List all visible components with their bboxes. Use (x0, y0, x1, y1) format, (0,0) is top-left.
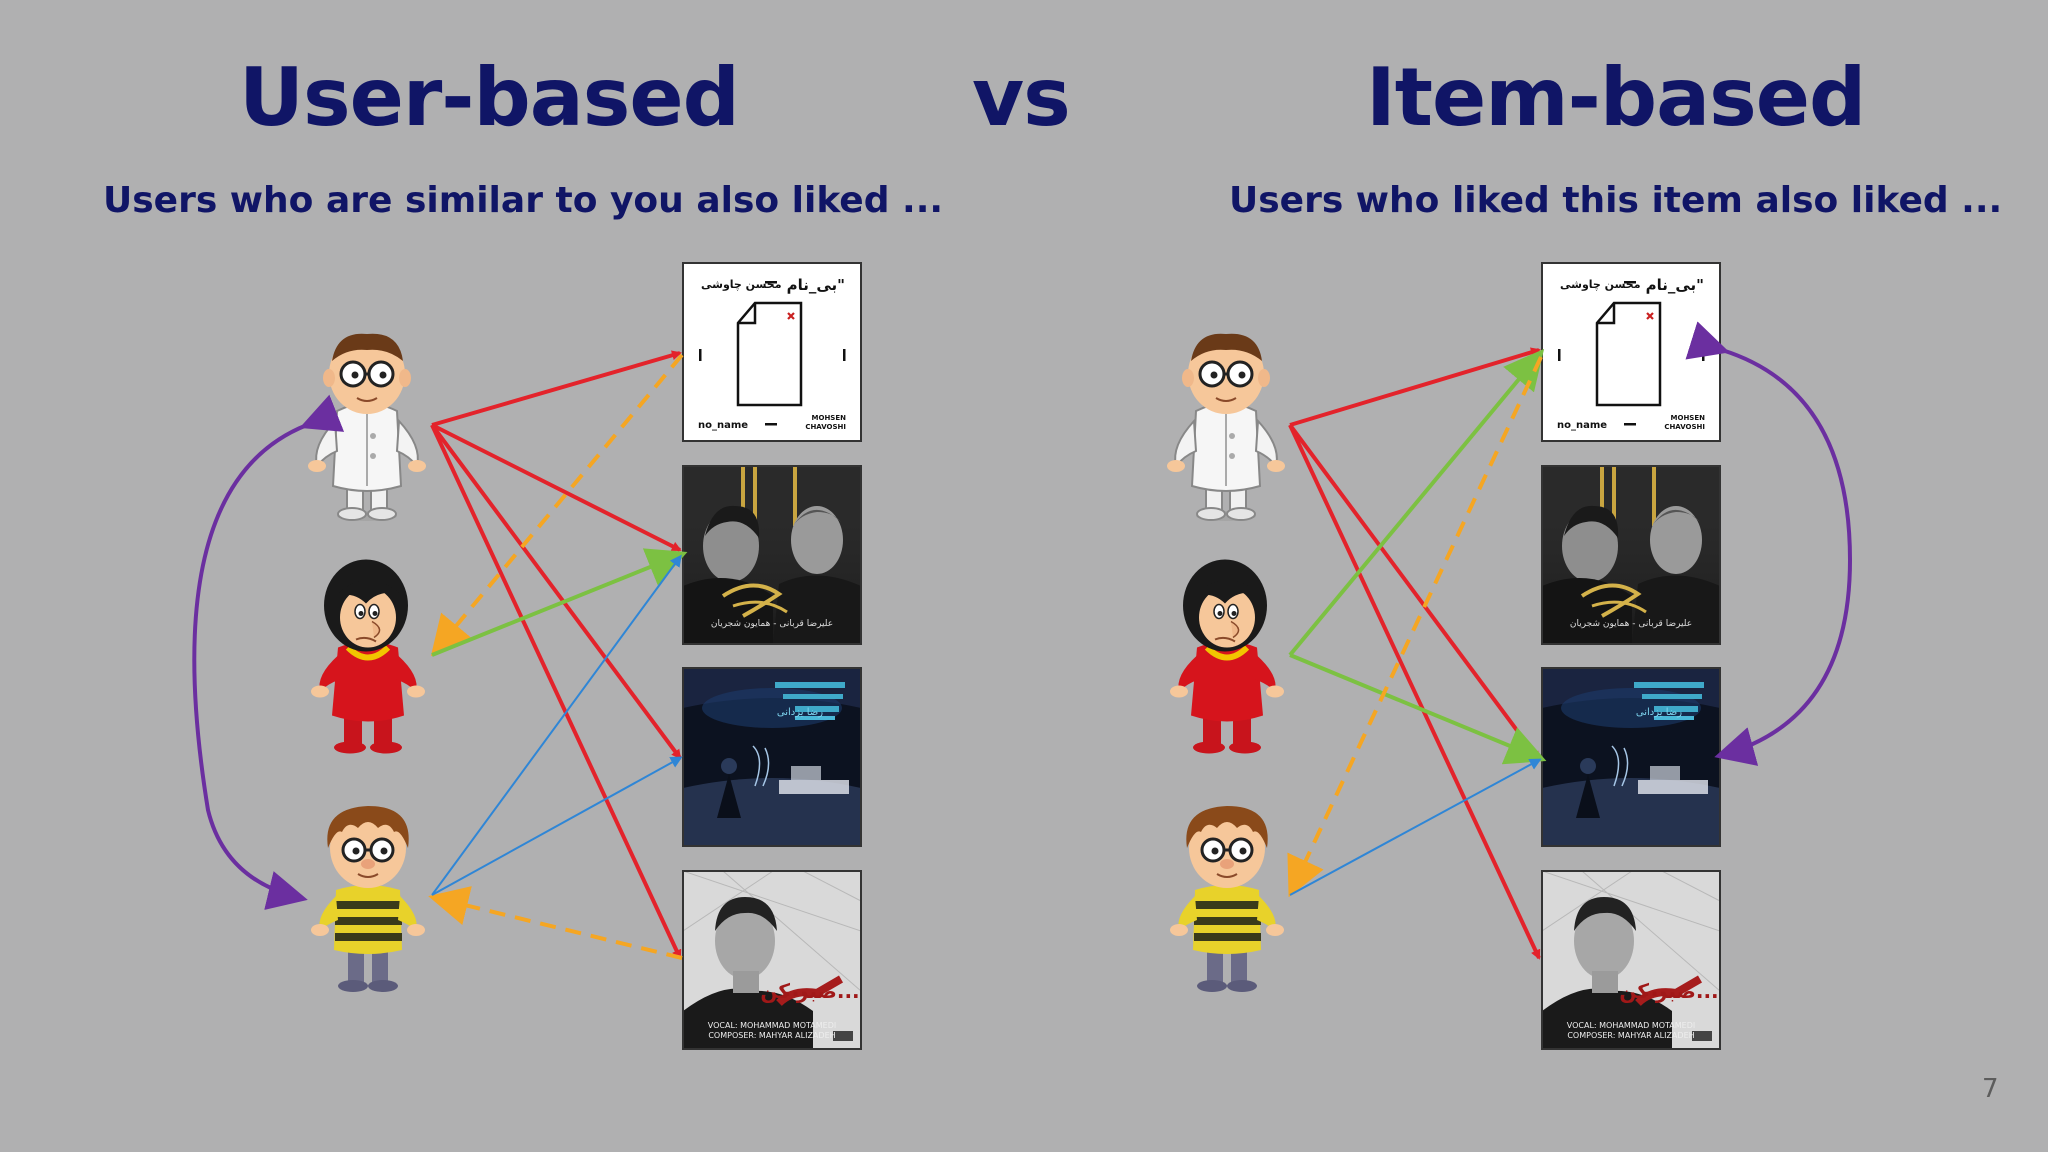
album-captions: علیرضا قربانی - همایون شجریان علیرضا قرب… (708, 619, 1719, 1040)
album2-caption: علیرضا قربانی - همایون شجریان (711, 619, 833, 629)
user-based-subtitle: Users who are similar to you also liked … (103, 180, 944, 221)
album4-credit-2: COMPOSER: MAHYAR ALIZADEH (708, 1031, 835, 1040)
album4-credit-1-right: VOCAL: MOHAMMAD MOTAMEDI (1567, 1021, 1695, 1030)
album3-caption: رضا یزدانی (777, 707, 823, 718)
item-based-title: Item-based (1366, 51, 1866, 144)
user-scientist-avatar-right (1166, 332, 1286, 523)
no-name-title-en-right: no_name (1557, 420, 1607, 431)
user-scientist-avatar (307, 332, 427, 523)
no-name-artist-en-1-right: MOHSEN (1671, 414, 1706, 422)
user-girl-avatar-right (1170, 560, 1284, 754)
album-stage-cover-right (1542, 668, 1720, 846)
boy-like-arrows (431, 554, 683, 896)
item-similarity-arc (1685, 321, 1853, 766)
boy-like-arrow-right (1289, 758, 1542, 896)
album-duo-cover-right (1542, 466, 1720, 644)
vs-label: vs (972, 51, 1071, 144)
similarity-arc (192, 394, 345, 910)
no-name-artist-fa-right: محسن چاوشی (1560, 278, 1641, 291)
album3-caption-right: رضا یزدانی (1636, 707, 1682, 718)
no-name-artist-en-1: MOHSEN (812, 414, 847, 422)
album-duo-cover (683, 466, 861, 644)
no-name-title-fa: بی_نام" (787, 276, 845, 294)
user-based-diagram (192, 262, 862, 1050)
no-name-artist-fa: محسن چاوشی (701, 278, 782, 291)
album4-credit-2-right: COMPOSER: MAHYAR ALIZADEH (1567, 1031, 1694, 1040)
like-arrows-right (1288, 347, 1541, 960)
no-name-title-fa-right: بی_نام" (1646, 276, 1704, 294)
recommend-arrow-right (1287, 356, 1543, 898)
user-boy-avatar-right (1168, 804, 1286, 994)
user-girl-avatar (311, 560, 425, 754)
no-name-artist-en-2-right: CHAVOSHI (1664, 423, 1705, 431)
girl-like-arrows-right (1288, 348, 1547, 765)
item-based-diagram (1166, 262, 1853, 1050)
like-arrows (430, 350, 682, 960)
recommend-arrows (428, 353, 684, 960)
user-boy-avatar (309, 804, 427, 994)
album4-title: صبر کن... (760, 979, 859, 1003)
page-number: 7 (1982, 1074, 1999, 1104)
no-name-title-en: no_name (698, 420, 748, 431)
album2-caption-right: علیرضا قربانی - همایون شجریان (1570, 619, 1692, 629)
album4-title-right: صبر کن... (1619, 979, 1718, 1003)
item-based-subtitle: Users who liked this item also liked ... (1229, 180, 2003, 221)
album-stage-cover (683, 668, 861, 846)
user-based-title: User-based (239, 51, 740, 144)
album-no-name-text: بی_نام" محسن چاوشی no_name MOHSEN CHAVOS… (698, 276, 1705, 431)
album4-credit-1: VOCAL: MOHAMMAD MOTAMEDI (708, 1021, 836, 1030)
no-name-artist-en-2: CHAVOSHI (805, 423, 846, 431)
girl-like-arrow (431, 548, 688, 657)
